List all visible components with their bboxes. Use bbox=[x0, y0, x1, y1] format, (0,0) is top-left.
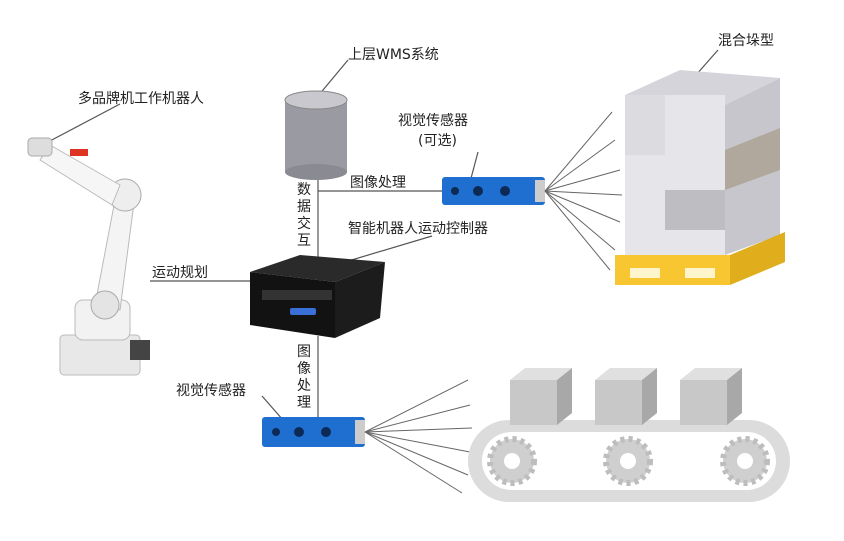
image-processing-label-top: 图像处理 bbox=[350, 175, 406, 191]
optional-sensor-label: 视觉传感器 bbox=[398, 113, 468, 129]
robot-label: 多品牌机工作机器人 bbox=[78, 91, 204, 107]
wms-database-icon bbox=[284, 90, 348, 180]
conveyor-boxes bbox=[510, 368, 742, 425]
conveyor-belt bbox=[468, 368, 790, 502]
vision-sensor-bottom bbox=[262, 417, 365, 447]
image-processing-label-bottom: 图像处理 bbox=[297, 344, 311, 411]
motion-planning-label: 运动规划 bbox=[152, 265, 208, 281]
robot-controller-box bbox=[250, 255, 385, 338]
vision-sensor-top bbox=[442, 177, 545, 205]
industrial-robot bbox=[27, 137, 150, 376]
sensor-rays bbox=[364, 111, 623, 494]
mixed-pallet-stack bbox=[615, 70, 785, 285]
controller-label: 智能机器人运动控制器 bbox=[348, 221, 488, 237]
bottom-sensor-label: 视觉传感器 bbox=[176, 383, 246, 399]
wms-label: 上层WMS系统 bbox=[348, 47, 439, 63]
data-exchange-label: 数据交互 bbox=[297, 182, 311, 249]
mixed-pallet-label: 混合垛型 bbox=[718, 33, 774, 49]
optional-sensor-note: (可选) bbox=[418, 133, 457, 149]
